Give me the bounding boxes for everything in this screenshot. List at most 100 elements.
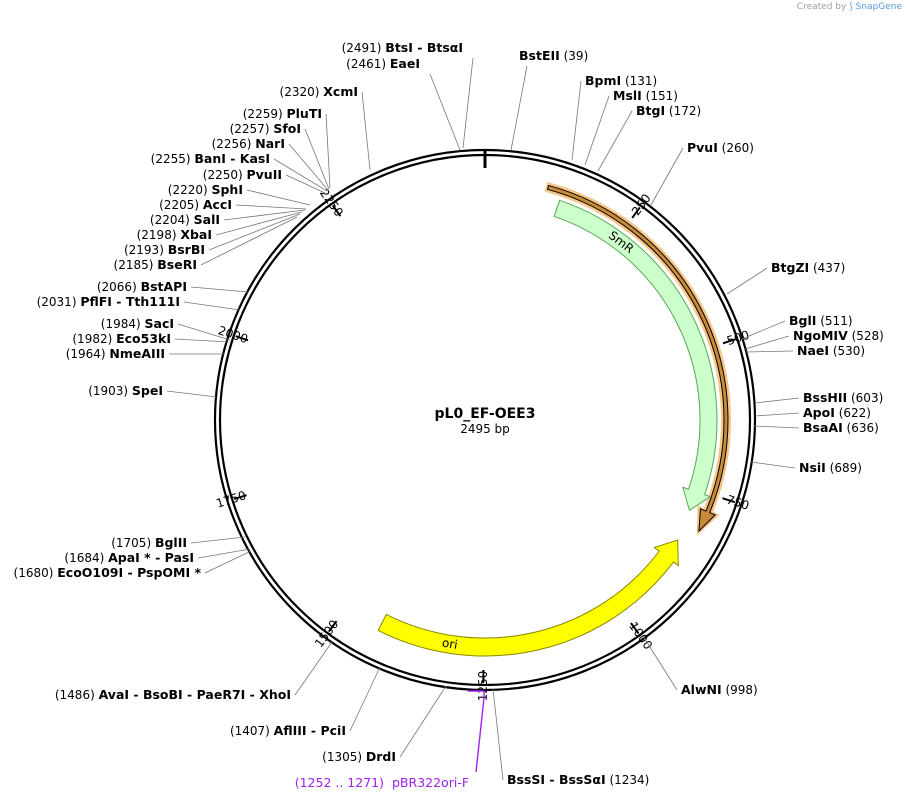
site-spei[interactable]: (1903) SpeI <box>88 383 217 398</box>
ruler-tick-label: 750 <box>725 492 751 512</box>
site-leader-line <box>223 209 306 221</box>
site-enzyme: XcmI <box>323 84 358 99</box>
site-naei[interactable]: NaeI (530) <box>745 343 865 358</box>
site-ngomiv[interactable]: NgoMIV (528) <box>744 328 884 350</box>
site-label: (2259) PluTI <box>243 106 322 121</box>
site-alwni[interactable]: AlwNI (998) <box>642 635 758 697</box>
site-bgli[interactable]: BglI (511) <box>741 313 853 340</box>
site-drdi[interactable]: (1305) DrdI <box>322 685 447 764</box>
site-pluti[interactable]: (2259) PluTI <box>243 106 331 189</box>
site-position: (260) <box>718 141 754 155</box>
site-label: (2256) NarI <box>212 136 285 151</box>
site-leader-line <box>650 147 684 206</box>
site-position: (437) <box>809 261 845 275</box>
site-bstapi[interactable]: (2066) BstAPI <box>97 279 249 294</box>
site-acci[interactable]: (2205) AccI <box>159 197 307 212</box>
site-leader-line <box>745 350 794 353</box>
site-apai[interactable]: (1684) ApaI * - PasI <box>64 548 251 565</box>
feature-arrow <box>553 199 718 512</box>
site-eaei[interactable]: (2461) EaeI <box>346 56 461 151</box>
site-leader-line <box>750 461 796 469</box>
site-avai[interactable]: (1486) AvaI - BsoBI - PaeR7I - XhoI <box>55 641 333 702</box>
site-nsii[interactable]: NsiI (689) <box>750 460 862 475</box>
site-sphi[interactable]: (2220) SphI <box>168 182 311 206</box>
site-afliii[interactable]: (1407) AflIII - PciI <box>230 666 381 738</box>
feature-smr[interactable]: SmR <box>544 182 731 536</box>
site-eco53ki[interactable]: (1982) Eco53kI <box>72 331 230 346</box>
site-position: (39) <box>560 49 588 63</box>
site-separator: - <box>123 565 137 580</box>
ruler-tick-label: 500 <box>725 328 751 348</box>
ruler-tick-label: 250 <box>629 191 654 218</box>
site-label: (1705) BglII <box>111 535 187 550</box>
site-saci[interactable]: (1984) SacI <box>101 316 231 341</box>
primer-pbr322ori-f[interactable]: (1252 .. 1271) pBR322ori-F <box>295 690 485 790</box>
site-bsshii[interactable]: BssHII (603) <box>754 390 883 405</box>
site-enzyme: EcoO109I <box>57 565 123 580</box>
site-leader-line <box>190 536 246 544</box>
site-leader-line <box>235 204 307 210</box>
site-bsteii[interactable]: BstEII (39) <box>510 48 588 151</box>
site-leader-line <box>429 73 461 151</box>
site-position: (511) <box>816 314 852 328</box>
ruler-tick <box>631 206 641 219</box>
ruler-tick <box>328 620 338 633</box>
site-xbai[interactable]: (2198) XbaI <box>137 211 303 242</box>
site-btgi[interactable]: BtgI (172) <box>597 103 701 172</box>
site-enzyme: BtgZI <box>771 260 809 275</box>
site-pflfi[interactable]: (2031) PflFI - Tth111I <box>37 294 241 311</box>
site-position: (1705) <box>111 536 155 550</box>
site-enzyme: DrdI <box>366 749 396 764</box>
site-enzyme: Tth111I <box>126 294 180 309</box>
site-bsrbi[interactable]: (2193) BsrBI <box>124 213 301 257</box>
site-label: BsaAI (636) <box>803 420 879 435</box>
plasmid-size: 2495 bp <box>460 422 510 436</box>
site-pvui[interactable]: PvuI (260) <box>650 140 754 206</box>
ruler-tick <box>722 338 736 345</box>
site-bseri[interactable]: (2185) BseRI <box>114 216 298 272</box>
ruler-tick-label: 1250 <box>476 671 490 702</box>
site-pvuii[interactable]: (2250) PvuII <box>203 167 326 194</box>
site-nmeaiii[interactable]: (1964) NmeAIII <box>66 346 224 361</box>
site-leader-line <box>642 635 678 691</box>
ruler-tick <box>722 497 736 504</box>
site-ecoo109i[interactable]: (1680) EcoO109I - PspOMI * <box>14 550 252 580</box>
site-label: (1982) Eco53kI <box>72 331 171 346</box>
site-bani[interactable]: (2255) BanI - KasI <box>151 151 328 192</box>
site-position: (2198) <box>137 228 181 242</box>
site-enzyme: PspOMI * <box>137 565 201 580</box>
site-position: (2205) <box>159 198 203 212</box>
site-btgzi[interactable]: BtgZI (437) <box>726 260 845 295</box>
site-position: (2220) <box>168 183 212 197</box>
site-bsssi[interactable]: BssSI - BssSαI (1234) <box>492 688 649 787</box>
site-enzyme: NsiI <box>799 460 826 475</box>
site-separator: - <box>245 687 259 702</box>
site-btsi[interactable]: (2491) BtsI - BtsαI <box>342 40 474 149</box>
site-apoi[interactable]: ApoI (622) <box>754 405 871 420</box>
feature-ori[interactable]: ori <box>377 539 679 657</box>
site-msli[interactable]: MslI (151) <box>584 88 678 166</box>
site-bpmi[interactable]: BpmI (131) <box>571 73 657 161</box>
site-enzyme: PvuII <box>246 167 282 182</box>
site-label: (1984) SacI <box>101 316 174 331</box>
site-sfoi[interactable]: (2257) SfoI <box>230 121 330 190</box>
site-position: (1486) <box>55 688 99 702</box>
site-nari[interactable]: (2256) NarI <box>212 136 329 191</box>
site-xcmi[interactable]: (2320) XcmI <box>280 84 371 171</box>
site-leader-line <box>325 113 331 189</box>
site-leader-line <box>597 110 633 172</box>
site-bsaai[interactable]: BsaAI (636) <box>753 420 879 435</box>
site-position: (2031) <box>37 295 81 309</box>
site-bglii[interactable]: (1705) BglII <box>111 535 246 550</box>
site-label: (2461) EaeI <box>346 56 420 71</box>
site-leader-line <box>174 338 230 343</box>
site-label: NgoMIV (528) <box>793 328 884 343</box>
site-label: PvuI (260) <box>687 140 754 155</box>
site-leader-line <box>208 213 301 251</box>
site-position: (2204) <box>150 213 194 227</box>
site-sali[interactable]: (2204) SalI <box>150 209 306 227</box>
primer-name: pBR322ori-F <box>392 775 469 790</box>
credit-prefix: Created by <box>796 2 847 12</box>
site-position: (636) <box>843 421 879 435</box>
site-label: (1486) AvaI - BsoBI - PaeR7I - XhoI <box>55 687 291 702</box>
